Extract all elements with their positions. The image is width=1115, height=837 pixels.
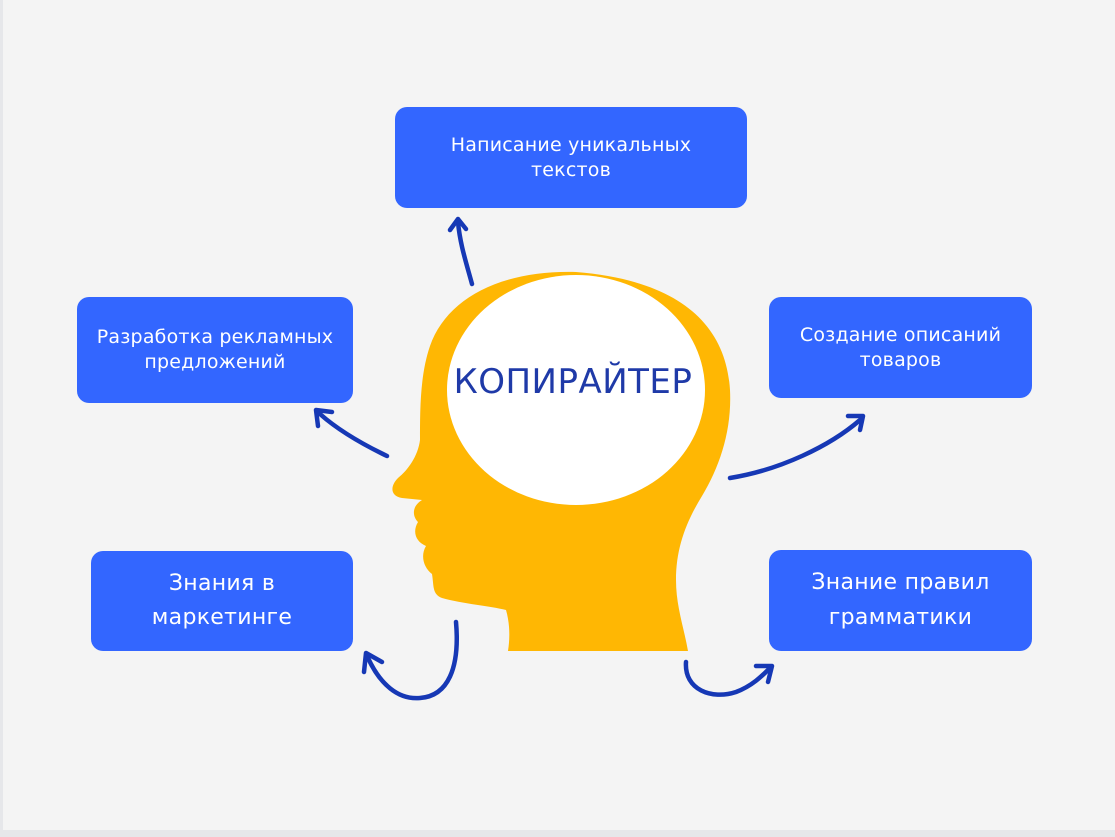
box-marketing-knowledge: Знания в маркетинге bbox=[91, 551, 353, 651]
box-grammar-knowledge: Знание правил грамматики bbox=[769, 550, 1032, 651]
center-title: КОПИРАЙТЕР bbox=[453, 362, 693, 402]
arrow-to-bottom-right-box bbox=[683, 659, 775, 697]
brain-oval bbox=[447, 275, 705, 505]
arrow-to-top-box bbox=[447, 216, 475, 287]
arrow-to-right-box bbox=[727, 413, 866, 481]
arrow-to-bottom-left-box bbox=[361, 619, 459, 701]
box-product-descriptions: Создание описаний товаров bbox=[769, 297, 1032, 398]
box-unique-texts: Написание уникальных текстов bbox=[395, 107, 747, 208]
box-ad-proposals: Разработка рекламных предложений bbox=[77, 297, 353, 403]
arrow-to-left-box bbox=[313, 407, 390, 459]
